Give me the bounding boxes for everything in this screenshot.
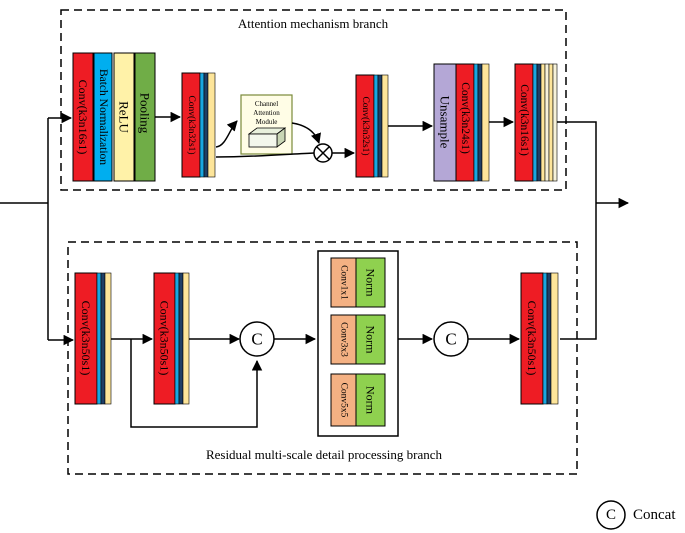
batch-norm-layer — [93, 52, 113, 182]
attention-block-1: Conv(k3n16s1) Batch Normalization ReLU P… — [72, 52, 156, 182]
concat-node-1: C — [239, 321, 275, 357]
conv-stripe — [199, 72, 205, 178]
multiscale-row-3: Conv5x5 Norm — [330, 373, 386, 427]
conv-stripe — [540, 63, 546, 182]
conv-stripe — [182, 272, 190, 405]
multiscale-row-1: Conv1x1 Norm — [330, 257, 386, 308]
legend-concat-symbol: C — [606, 507, 616, 523]
pooling-label: Pooling — [138, 93, 153, 134]
attention-block-2: Conv(k3n32s1) — [181, 72, 216, 178]
conv-stripe — [473, 63, 479, 182]
conv-stripe — [536, 63, 542, 182]
conv-cell — [330, 373, 357, 427]
multiscale-row-2: Conv3x3 Norm — [330, 314, 386, 365]
conv-stripe — [104, 272, 112, 405]
conv-label: Conv(k3n50s1) — [525, 301, 539, 376]
cam-to-multiply-arrow — [291, 122, 321, 144]
legend-concat-circle — [596, 500, 626, 530]
residual-branch-box — [67, 241, 578, 475]
norm-label: Norm — [364, 386, 378, 415]
conv-cell — [330, 257, 357, 308]
conv-stripe — [100, 272, 106, 405]
conv-label: Conv(k3n16s1) — [518, 84, 530, 156]
residual-block-2: Conv(k3n50s1) — [153, 272, 190, 405]
channel-attention-module: Channel Attention Module — [240, 94, 293, 155]
conv-stripe — [548, 63, 554, 182]
conv-stripe — [381, 74, 389, 178]
concat-symbol: C — [251, 330, 262, 349]
skip-to-multiply-line — [215, 152, 315, 158]
norm-label: Norm — [364, 269, 378, 298]
relu-label: ReLU — [117, 101, 132, 133]
conv-stripe — [207, 72, 216, 178]
norm-label: Norm — [364, 326, 378, 355]
multiply-icon — [313, 143, 333, 163]
cuboid-icon — [247, 127, 287, 148]
conv-stripe — [481, 63, 490, 182]
conv-stripe — [550, 272, 559, 405]
conv-stripe — [542, 272, 548, 405]
skip-connection-line — [130, 339, 263, 428]
norm-cell — [355, 373, 386, 427]
conv-label: Conv(k3n24s1) — [459, 82, 471, 154]
attention-branch-title: Attention mechanism branch — [238, 16, 389, 31]
residual-output-line — [560, 203, 597, 340]
conv-stripe — [546, 272, 552, 405]
concat-symbol: C — [445, 330, 456, 349]
conv-stripe — [532, 63, 538, 182]
conv-cell — [330, 314, 357, 365]
residual-block-1: Conv(k3n50s1) — [74, 272, 112, 405]
conv-stripe — [203, 72, 209, 178]
attention-branch-box — [60, 9, 567, 191]
to-cam-arrow — [215, 120, 238, 148]
conv-label: Conv(k3n16s1) — [76, 80, 90, 155]
batch-norm-label: Batch Normalization — [97, 69, 109, 165]
conv-stripe — [96, 272, 102, 405]
conv-stripe — [174, 272, 180, 405]
cam-label-3: Module — [256, 118, 278, 126]
conv-label: Conv(k3n50s1) — [79, 301, 93, 376]
conv-label: Conv(k3n50s1) — [158, 301, 172, 376]
relu-layer — [113, 52, 135, 182]
conv-label: Conv3x3 — [339, 322, 349, 357]
conv-layer — [72, 52, 94, 182]
residual-block-3: Conv(k3n50s1) — [520, 272, 559, 405]
conv-stripe — [373, 74, 379, 178]
attention-block-5: Conv(k3n16s1) — [514, 63, 558, 182]
conv-stripe — [377, 74, 383, 178]
conv-label: Conv5x5 — [339, 383, 349, 418]
conv-stripe — [552, 63, 558, 182]
attention-output-line — [557, 121, 597, 203]
upsample-label: Unsample — [438, 96, 453, 149]
conv-label: Conv(k3n32s1) — [360, 96, 371, 155]
concat-node-2: C — [433, 321, 469, 357]
legend: C Concat — [596, 500, 676, 530]
conv-stripe — [477, 63, 483, 182]
residual-branch-title: Residual multi-scale detail processing b… — [206, 447, 443, 462]
conv-label: Conv1x1 — [339, 265, 349, 300]
multiscale-module: Conv1x1 Norm Conv3x3 Norm Conv5x5 Norm — [317, 250, 399, 437]
attention-block-3: Conv(k3n32s1) — [355, 74, 389, 178]
conv-stripe — [544, 63, 550, 182]
conv-stripe — [178, 272, 184, 405]
cam-label-2: Attention — [253, 109, 280, 117]
norm-cell — [355, 257, 386, 308]
legend-concat-label: Concat — [633, 507, 676, 523]
norm-cell — [355, 314, 386, 365]
cam-label-1: Channel — [255, 100, 278, 108]
conv-label: Conv(k3n32s1) — [186, 95, 197, 154]
attention-block-4: Unsample Conv(k3n24s1) — [433, 63, 490, 182]
